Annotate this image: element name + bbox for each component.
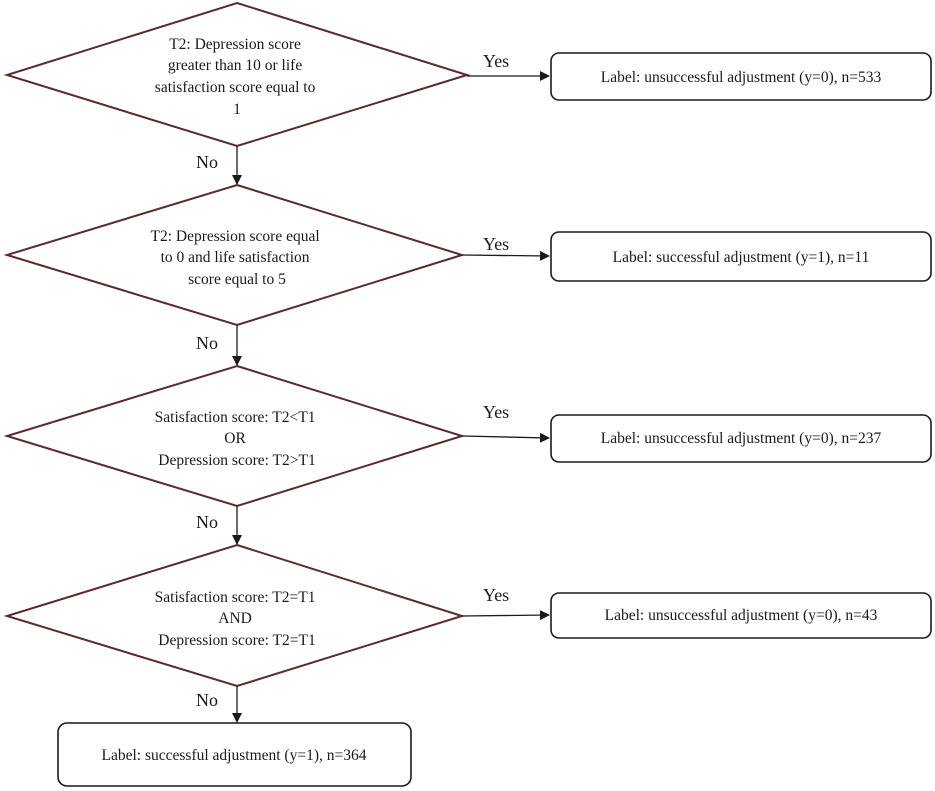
- outcome-1-box: [550, 52, 932, 101]
- final-outcome: Label: successful adjustment (y=1), n=36…: [57, 722, 412, 787]
- yes-label-3: Yes: [483, 402, 509, 422]
- no-label-3: No: [196, 512, 218, 532]
- outcome-2: Label: successful adjustment (y=1), n=11: [550, 231, 932, 282]
- decision-3: Satisfaction score: T2<T1 OR Depression …: [3, 364, 466, 508]
- decision-1-line-3: satisfaction score equal to: [155, 79, 316, 96]
- decision-2-line-3: score equal to 5: [188, 271, 286, 288]
- decision-4-line-2: AND: [218, 610, 252, 627]
- outcome-4-label: Label: unsuccessful adjustment (y=0), n=…: [605, 607, 878, 624]
- decision-1-text: T2: Depression score greater than 10 or …: [155, 36, 319, 118]
- yes-label-2: Yes: [483, 234, 509, 254]
- decision-4-text: Satisfaction score: T2=T1 AND Depression…: [155, 589, 320, 649]
- decision-3-text: Satisfaction score: T2<T1 OR Depression …: [155, 409, 320, 469]
- decision-4-line-1: Satisfaction score: T2=T1: [155, 589, 316, 606]
- decision-3-line-2: OR: [224, 430, 246, 447]
- no-label-4: No: [196, 690, 218, 710]
- final-outcome-box: [57, 722, 412, 787]
- yes-arrow-4: [461, 610, 550, 621]
- outcome-2-label: Label: successful adjustment (y=1), n=11: [613, 249, 870, 266]
- decision-3-line-3: Depression score: T2>T1: [158, 452, 315, 469]
- decision-2: T2: Depression score equal to 0 and life…: [3, 183, 466, 327]
- decision-1-line-4: 1: [233, 101, 241, 118]
- outcome-4-box: [550, 592, 932, 639]
- no-label-2: No: [196, 333, 218, 353]
- outcome-3-label: Label: unsuccessful adjustment (y=0), n=…: [601, 430, 882, 447]
- decision-4: Satisfaction score: T2=T1 AND Depression…: [3, 543, 466, 688]
- yes-label-1: Yes: [483, 51, 509, 71]
- outcome-3-box: [550, 414, 932, 463]
- outcome-4: Label: unsuccessful adjustment (y=0), n=…: [550, 592, 932, 639]
- yes-arrow-3: [461, 432, 550, 443]
- decision-1-line-2: greater than 10 or life: [168, 57, 302, 74]
- no-label-1: No: [196, 152, 218, 172]
- decision-1-line-1: T2: Depression score: [169, 36, 301, 53]
- outcome-2-box: [550, 231, 932, 282]
- decision-2-line-2: to 0 and life satisfaction: [161, 249, 310, 266]
- final-outcome-label: Label: successful adjustment (y=1), n=36…: [102, 747, 367, 764]
- decision-1-diamond: [3, 1, 471, 148]
- outcome-1: Label: unsuccessful adjustment (y=0), n=…: [550, 52, 932, 101]
- decision-4-line-3: Depression score: T2=T1: [158, 632, 315, 649]
- yes-label-4: Yes: [483, 585, 509, 605]
- yes-arrow-2: [461, 250, 550, 261]
- outcome-1-label: Label: unsuccessful adjustment (y=0), n=…: [601, 69, 882, 86]
- decision-2-text: T2: Depression score equal to 0 and life…: [150, 228, 323, 288]
- decision-1: T2: Depression score greater than 10 or …: [3, 1, 471, 148]
- decision-2-line-1: T2: Depression score equal: [150, 228, 319, 245]
- outcome-3: Label: unsuccessful adjustment (y=0), n=…: [550, 414, 932, 463]
- decision-3-line-1: Satisfaction score: T2<T1: [155, 409, 316, 426]
